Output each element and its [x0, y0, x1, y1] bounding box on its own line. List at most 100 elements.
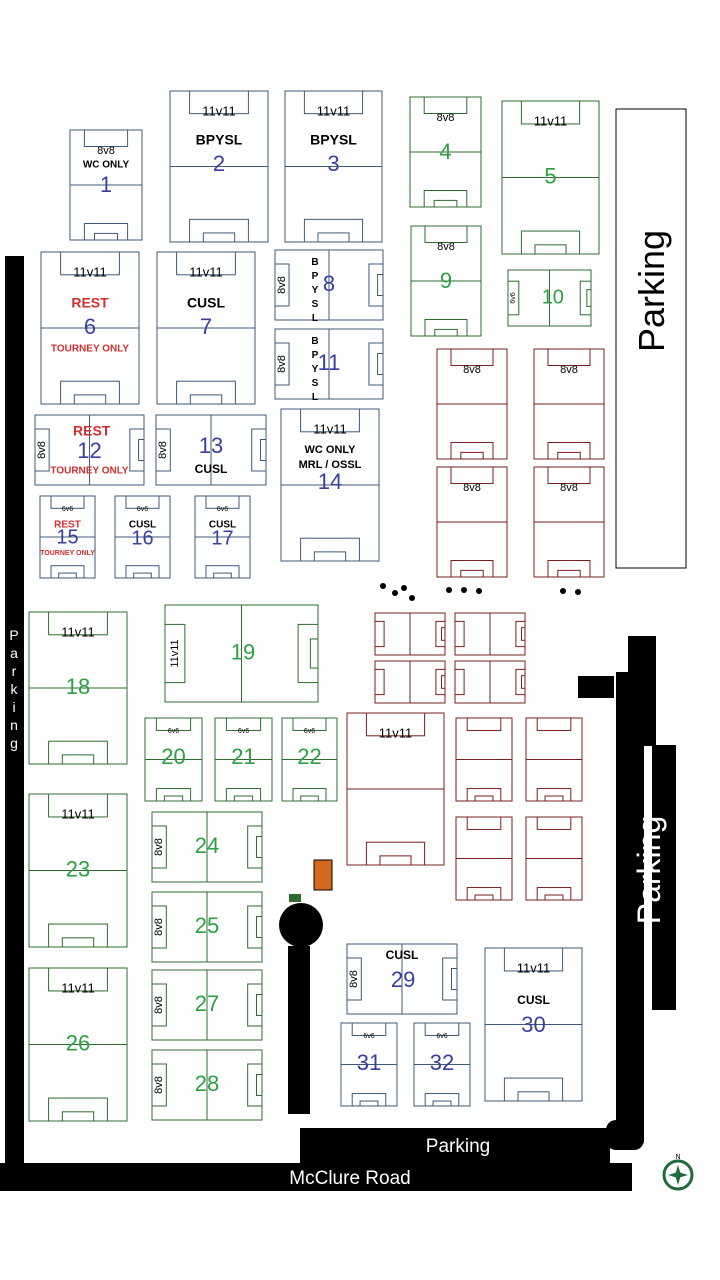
- field-r13[interactable]: [525, 816, 583, 901]
- field-size-label: 8v8: [276, 355, 288, 373]
- field-number: 32: [430, 1050, 454, 1075]
- goal-box-right: [256, 916, 263, 938]
- field-f21[interactable]: 6v6 21: [214, 717, 273, 802]
- goal-box-bottom: [300, 795, 319, 802]
- field-size-label: 11v11: [61, 806, 95, 821]
- field-size-label: 8v8: [153, 838, 165, 856]
- field-number: 16: [131, 527, 153, 549]
- field-r9[interactable]: 11v11: [346, 712, 445, 866]
- field-size-label: 11v11: [317, 103, 351, 118]
- dots: [380, 583, 581, 601]
- field-r6[interactable]: [454, 612, 526, 656]
- goal-box-bottom: [58, 572, 77, 579]
- field-r8[interactable]: [454, 660, 526, 704]
- penalty-box-top: [450, 466, 494, 484]
- field-size-label: 8v8: [463, 364, 481, 376]
- field-number: 29: [391, 967, 415, 992]
- penalty-box-top: [466, 816, 502, 830]
- field-size-label: 6v6: [238, 728, 249, 735]
- parking-bottom-road: [300, 1128, 610, 1164]
- field-size-label: 6v6: [62, 506, 73, 513]
- field-r5[interactable]: [374, 612, 446, 656]
- goal-box-right: [441, 627, 446, 641]
- field-size-label: 8v8: [153, 1076, 165, 1094]
- penalty-box-top: [176, 251, 236, 276]
- penalty-box-top: [423, 96, 468, 114]
- field-size-label: 8v8: [153, 996, 165, 1014]
- field-r4[interactable]: 8v8: [533, 466, 605, 578]
- field-r11[interactable]: [525, 717, 583, 802]
- goal-box-right: [521, 627, 526, 641]
- field-size-label: 6v6: [217, 506, 228, 513]
- penalty-box-left: [454, 668, 465, 696]
- right-road-lower: [616, 672, 644, 1142]
- penalty-box-top: [547, 348, 591, 366]
- field-size-label: 8v8: [97, 145, 115, 157]
- penalty-box-top: [520, 100, 581, 125]
- field-league-tag: CUSL: [187, 295, 226, 311]
- field-size-label: 6v6: [510, 292, 517, 303]
- goal-box-bottom: [557, 569, 581, 578]
- goal-box-bottom: [133, 572, 152, 579]
- goal-box-bottom: [474, 894, 494, 901]
- goal-box-bottom: [432, 1100, 452, 1107]
- field-number: 24: [195, 833, 219, 858]
- field-number: 15: [56, 526, 78, 548]
- penalty-box-top: [50, 495, 85, 509]
- field-number: 21: [231, 744, 255, 769]
- penalty-box-left: [507, 280, 520, 316]
- field-f24[interactable]: 8v8 24: [151, 811, 263, 883]
- goal-box-right: [256, 836, 263, 858]
- goal-box-bottom: [93, 232, 119, 241]
- goal-box-right: [377, 274, 384, 296]
- lower-right-bend: [606, 1120, 644, 1150]
- field-r2[interactable]: 8v8: [533, 348, 605, 460]
- penalty-box-top: [300, 408, 360, 433]
- goal-box-right: [451, 968, 458, 990]
- field-number: 9: [440, 268, 452, 293]
- field-size-label: 11v11: [73, 264, 107, 279]
- goal-box-right: [309, 638, 319, 669]
- field-r12[interactable]: [455, 816, 513, 901]
- field-r1[interactable]: 8v8: [436, 348, 508, 460]
- field-r10[interactable]: [455, 717, 513, 802]
- field-size-label: 11v11: [379, 725, 413, 740]
- penalty-box-left: [151, 1063, 167, 1107]
- field-r7[interactable]: [374, 660, 446, 704]
- field-note: TOURNEY ONLY: [51, 344, 129, 355]
- goal-box-bottom: [61, 754, 95, 765]
- field-r3[interactable]: 8v8: [436, 466, 508, 578]
- field-league-tag-2: MRL / OSSL: [299, 459, 362, 471]
- penalty-box-top: [125, 495, 160, 509]
